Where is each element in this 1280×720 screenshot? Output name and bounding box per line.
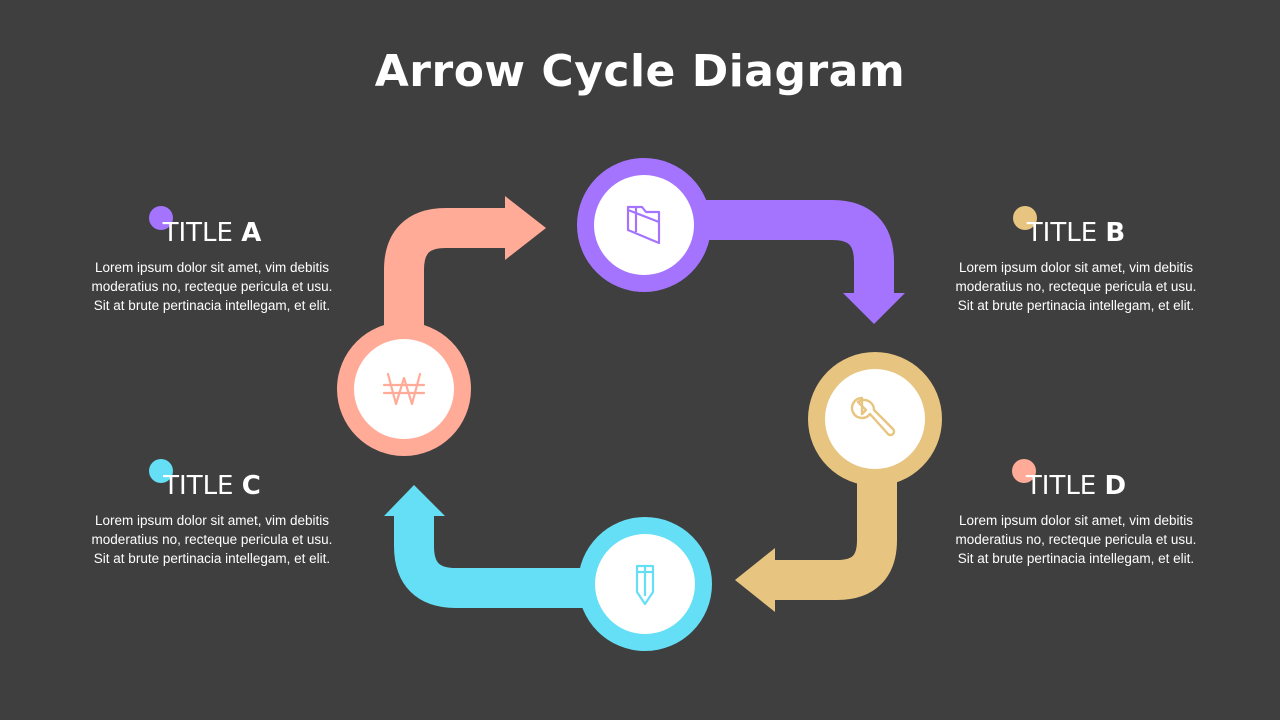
block-c-title-letter: C [241,471,261,501]
block-b-title-letter: B [1105,218,1126,248]
won-currency-icon [382,372,426,406]
folder-icon [626,205,661,245]
page-title: Arrow Cycle Diagram [374,46,906,97]
block-c-heading: TITLE C [149,459,261,501]
info-block-c: TITLE C Lorem ipsum dolor sit amet, vim … [72,459,352,568]
arrow-purple-head [843,293,905,324]
block-d-dot [1011,459,1036,483]
arrow-gold [735,470,897,612]
block-d-heading: TITLE D [1011,459,1127,501]
block-d-title-prefix: TITLE [1025,471,1105,501]
arrow-purple-shaft [700,200,894,296]
block-b-description: Lorem ipsum dolor sit amet, vim debitis … [955,260,1197,313]
block-a-title-prefix: TITLE [162,218,242,248]
node-cyan [578,517,712,651]
block-b-heading: TITLE B [1012,206,1126,248]
node-purple [577,158,711,292]
block-a-heading: TITLE A [148,206,262,248]
arrow-cyan-head [384,485,445,516]
block-a-dot [148,206,173,230]
arrow-gold-shaft [770,470,897,600]
node-gold [808,352,942,486]
block-d-description: Lorem ipsum dolor sit amet, vim debitis … [955,513,1197,566]
info-block-a: TITLE A Lorem ipsum dolor sit amet, vim … [72,206,352,315]
arrow-purple [700,200,905,324]
block-a-description: Lorem ipsum dolor sit amet, vim debitis … [91,260,333,313]
arrow-salmon [384,196,546,335]
block-b-title-prefix: TITLE [1026,218,1106,248]
wrench-icon [850,396,896,437]
arrow-gold-head [735,548,775,612]
block-c-description: Lorem ipsum dolor sit amet, vim debitis … [91,513,333,566]
arrow-salmon-head [505,196,546,260]
block-d-title-letter: D [1104,471,1127,501]
pencil-icon [635,564,655,606]
arrow-salmon-shaft [384,208,512,335]
block-b-dot [1012,206,1037,230]
block-a-title-letter: A [241,218,262,248]
node-salmon [337,322,471,456]
arrow-cyan [384,485,590,608]
info-block-d: TITLE D Lorem ipsum dolor sit amet, vim … [936,459,1216,568]
block-c-title-prefix: TITLE [163,471,242,501]
info-block-b: TITLE B Lorem ipsum dolor sit amet, vim … [936,206,1216,315]
block-c-dot [149,459,174,483]
arrow-cyan-shaft [394,512,590,608]
